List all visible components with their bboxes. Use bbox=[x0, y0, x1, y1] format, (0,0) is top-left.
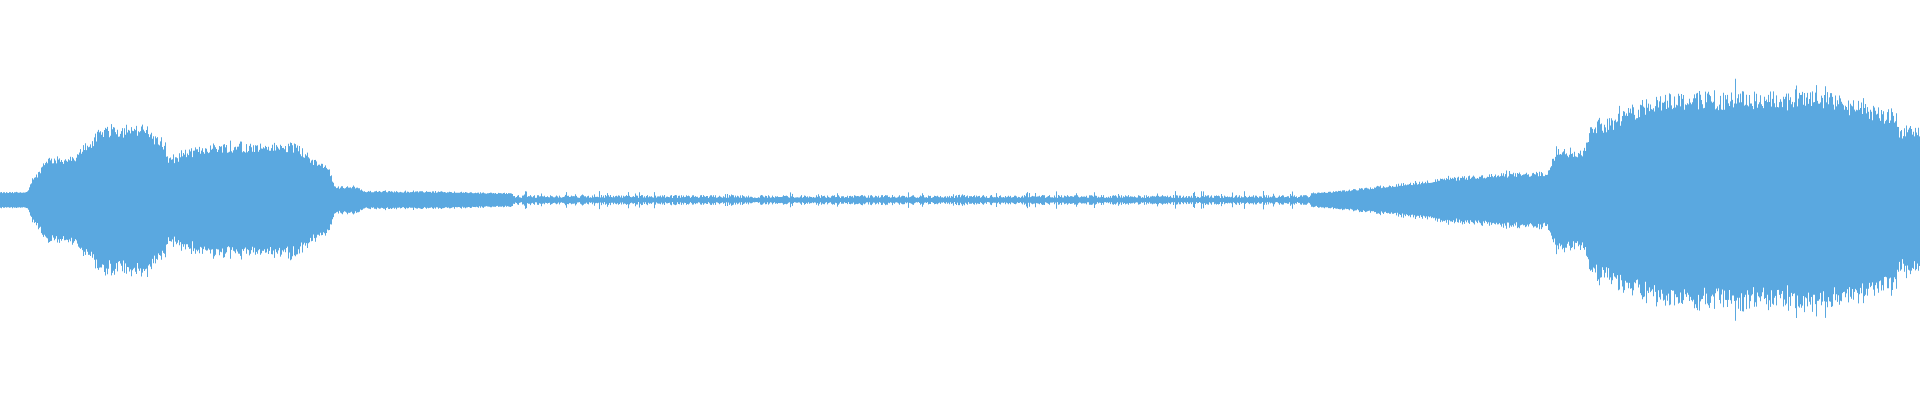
waveform-graphic bbox=[0, 78, 1920, 321]
audio-waveform bbox=[0, 78, 1920, 321]
